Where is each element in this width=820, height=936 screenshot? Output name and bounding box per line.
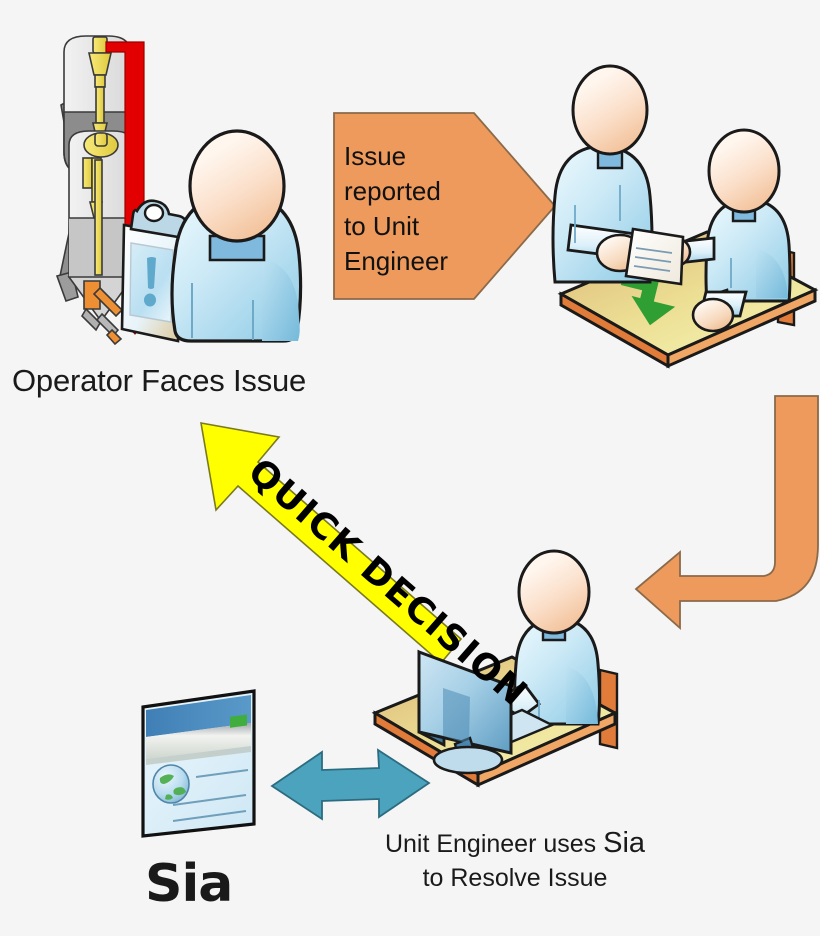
engineer-head — [517, 549, 591, 635]
monitor-base — [432, 745, 504, 775]
issue-reported-arrow-label: Issue reported to Unit Engineer — [344, 139, 474, 279]
scene-operator-faces-issue — [55, 35, 303, 346]
monitor-screen-shade — [443, 688, 470, 744]
lower-cyclone — [82, 132, 119, 276]
arrow-down-curve — [634, 395, 819, 631]
scene-engineer-workstation — [371, 549, 619, 788]
issue-line-3: to Unit — [344, 211, 420, 241]
issue-line-1: Issue — [344, 141, 407, 171]
refinery-unit-icon — [55, 35, 145, 346]
issue-line-4: Engineer — [344, 246, 449, 276]
sia-green-badge — [230, 714, 247, 728]
seated-person-hand-lower — [691, 297, 735, 333]
exclamation-icon — [144, 257, 156, 307]
seated-person-shade — [756, 248, 788, 298]
engineer-caption: Unit Engineer uses Sia to Resolve Issue — [370, 826, 660, 895]
seated-person-head — [707, 128, 781, 214]
engineer-body-shade — [566, 666, 598, 724]
globe-continents — [159, 774, 186, 800]
arrow-sia-link — [270, 748, 431, 821]
sia-application-window — [141, 689, 256, 838]
operator-body-shade — [262, 258, 300, 341]
sia-toolbar-divider — [146, 746, 251, 765]
report-document — [624, 227, 685, 286]
sia-content-lines — [172, 769, 249, 822]
scene-issue-reported-meeting — [551, 64, 819, 369]
sia-toolbar — [146, 723, 251, 759]
operator-person — [170, 129, 303, 343]
operator-caption: Operator Faces Issue — [12, 363, 307, 398]
green-handoff-arrow-icon — [620, 273, 676, 326]
engineer-caption-part-1: Unit Engineer uses — [384, 830, 604, 858]
clipboard-clip-hole — [143, 203, 165, 223]
standing-person-head — [571, 64, 649, 156]
operator-head — [188, 129, 286, 243]
clipboard-warning-icon — [120, 199, 188, 343]
arrow-issue-reported — [333, 112, 557, 300]
upper-cyclone — [87, 36, 113, 146]
issue-line-2: reported — [344, 176, 441, 206]
computer-monitor — [417, 649, 513, 775]
engineer-caption-part-2: to Resolve Issue — [422, 864, 608, 892]
arrow-quick-decision — [200, 422, 463, 665]
sia-logo-text: Sia — [145, 854, 233, 914]
engineer-caption-sia: Sia — [603, 827, 646, 859]
document-text-lines — [633, 247, 673, 272]
slide-valves — [81, 280, 124, 346]
